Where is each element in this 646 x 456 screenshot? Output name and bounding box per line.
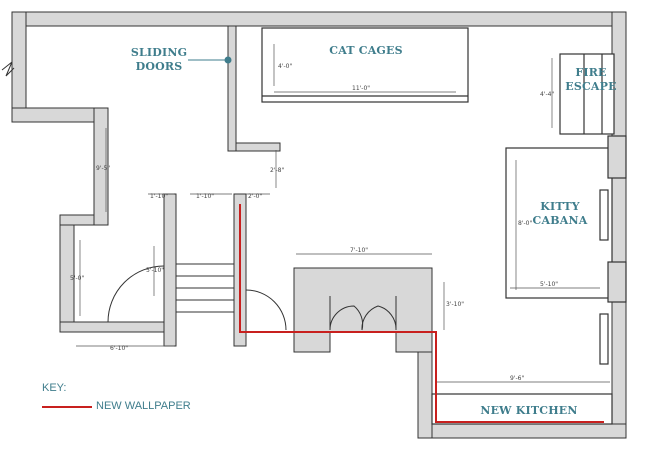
dim-cat-cages-width: 11'-0" (352, 85, 370, 92)
stairs (176, 263, 234, 313)
dim-fire-escape: 4'-4" (540, 91, 554, 98)
dim-hall-b: 1'-10" (196, 193, 214, 200)
label-sliding-doors-line2: DOORS (135, 60, 183, 73)
cat-cages-outline (261, 27, 469, 103)
label-kitty-cabana: KITTY CABANA (520, 200, 600, 228)
kitty-cabana-outline (505, 135, 627, 365)
dimension-texts: 11'-0" 4'-0" 4'-4" 8'-0" 5'-10" 9'-5" 5'… (70, 63, 558, 382)
dim-hall-vert: 2'-8" (270, 167, 284, 174)
fire-escape-outline (559, 53, 615, 135)
label-new-kitchen: NEW KITCHEN (480, 404, 578, 417)
label-kitty-cabana-line2: CABANA (532, 214, 588, 227)
label-sliding-doors-line1: SLIDING (130, 46, 188, 59)
dim-kitty-cabana-height: 8'-0" (518, 220, 532, 227)
label-cat-cages: CAT CAGES (329, 44, 403, 57)
dim-left-wall: 9'-5" (96, 165, 110, 172)
label-fire-escape-line2: ESCAPE (565, 80, 617, 93)
new-wallpaper-line (239, 204, 604, 423)
label-kitty-cabana-line1: KITTY (540, 200, 580, 213)
dim-kitchen-width: 9'-6" (510, 375, 524, 382)
key-new-wallpaper: NEW WALLPAPER (96, 400, 191, 412)
walls (11, 11, 627, 439)
dim-center-right: 3'-10" (446, 301, 464, 308)
dim-left-bottom: 6'-10" (110, 345, 128, 352)
label-fire-escape: FIRE ESCAPE (560, 66, 622, 94)
break-mark (1, 61, 15, 77)
dim-stair: 5'-10" (146, 267, 164, 274)
dim-left-closet: 5'-0" (70, 275, 84, 282)
sliding-doors-callout (188, 56, 232, 64)
kitchen-counter (431, 393, 613, 425)
dim-hall-c: 2'-0" (248, 193, 262, 200)
dim-cat-cages-depth: 4'-0" (278, 63, 292, 70)
dimension-lines (76, 44, 610, 383)
label-sliding-doors: SLIDING DOORS (124, 46, 194, 74)
label-fire-escape-line1: FIRE (575, 66, 607, 79)
key-title: KEY: (42, 382, 67, 394)
dim-center-island: 7'-10" (350, 247, 368, 254)
dim-hall-a: 1'-10" (150, 193, 168, 200)
dim-kitty-cabana-width: 5'-10" (540, 281, 558, 288)
door-swings (107, 265, 397, 331)
